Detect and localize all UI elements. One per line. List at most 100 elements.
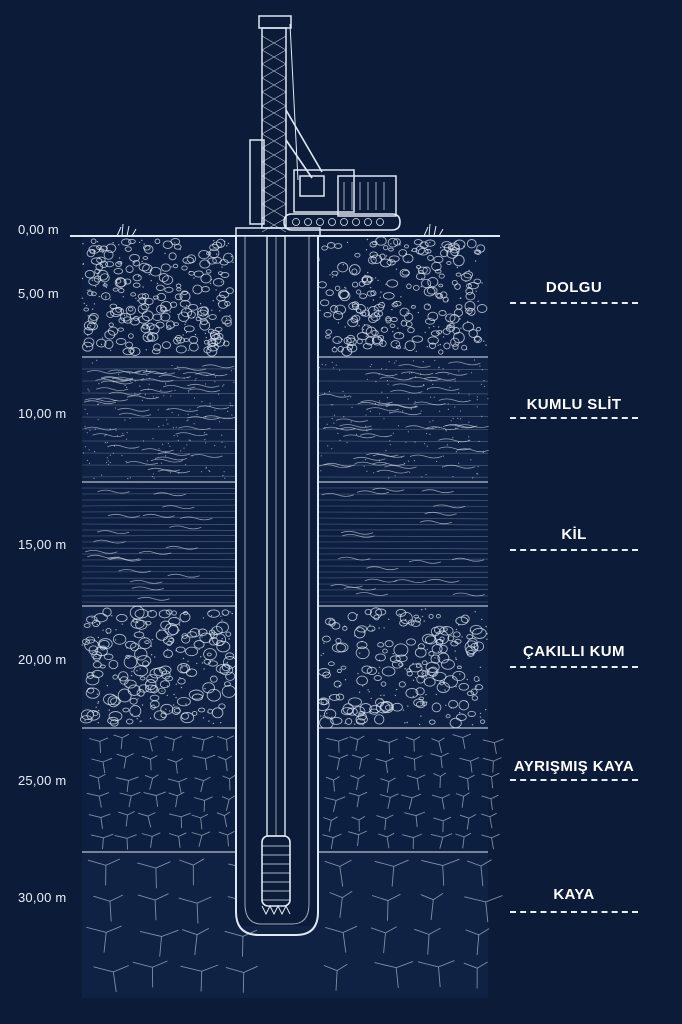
grain-dot	[344, 286, 346, 289]
grain-dot	[226, 323, 229, 325]
grain-dot	[425, 676, 427, 678]
pebble-mark	[207, 338, 217, 347]
pebble-mark	[206, 688, 222, 702]
wave-mark	[100, 376, 134, 380]
grain-dot	[208, 720, 210, 722]
grain-dot	[220, 281, 223, 283]
grain-dot	[425, 641, 427, 644]
sand-dot	[366, 470, 368, 472]
crack-mark	[325, 776, 340, 792]
pebble-mark	[366, 290, 375, 297]
grain-dot	[361, 640, 363, 643]
track-wheel	[364, 218, 372, 226]
sand-dot	[209, 402, 211, 404]
crack-mark	[221, 795, 235, 811]
sand-dot	[414, 401, 416, 403]
crack-mark	[323, 963, 348, 991]
crack-mark	[322, 833, 342, 849]
sand-dot	[473, 359, 476, 361]
wave-mark	[353, 456, 386, 461]
pebble-mark	[405, 687, 419, 699]
pebble-mark	[321, 245, 328, 251]
pebble-mark	[326, 242, 336, 249]
pebble-mark	[380, 326, 389, 333]
sand-dot	[177, 439, 179, 441]
strata-line	[81, 416, 237, 419]
crack-mark	[164, 735, 183, 751]
grain-dot	[394, 694, 397, 697]
grain-dot	[392, 653, 394, 655]
pebble-mark	[177, 678, 186, 685]
wave-mark	[365, 372, 398, 377]
pebble-mark	[159, 680, 171, 689]
grain-dot	[171, 266, 173, 268]
grain-dot	[485, 625, 487, 628]
crack-mark	[137, 812, 156, 828]
grain-dot	[189, 270, 191, 273]
pebble-mark	[351, 301, 360, 308]
crack-mark	[370, 926, 398, 954]
sand-dot	[426, 388, 429, 390]
crack-mark	[467, 859, 492, 887]
pebble-mark	[141, 323, 149, 330]
grain-dot	[459, 297, 461, 299]
grain-dot	[466, 678, 468, 681]
pebble-mark	[423, 677, 436, 687]
pebble-mark	[324, 617, 336, 626]
grain-dot	[442, 336, 445, 338]
sand-dot	[388, 477, 390, 479]
pebble-mark	[422, 633, 436, 644]
grain-dot	[222, 613, 224, 615]
wave-mark	[424, 511, 457, 516]
pebble-mark	[421, 660, 428, 666]
crack-mark	[119, 791, 141, 808]
pebble-mark	[142, 660, 150, 668]
grain-dot	[104, 284, 106, 287]
strata-line	[317, 392, 489, 395]
grain-dot	[139, 720, 141, 723]
sand-dot	[442, 466, 444, 468]
pebble-mark	[121, 238, 132, 246]
grain-dot	[383, 627, 385, 629]
grain-dot	[380, 291, 382, 293]
sand-dot	[364, 459, 367, 461]
pebble-mark	[221, 609, 230, 616]
grain-dot	[320, 715, 322, 717]
wave-mark	[109, 557, 142, 562]
pebble-mark	[390, 340, 401, 349]
pebble-mark	[206, 652, 212, 657]
sand-dot	[106, 442, 108, 444]
pebble-mark	[331, 270, 339, 276]
pebble-mark	[346, 337, 357, 347]
pebble-mark	[474, 335, 481, 342]
pebble-mark	[177, 663, 191, 674]
crack-mark	[325, 925, 358, 953]
pebble-mark	[356, 289, 362, 295]
crack-mark	[132, 960, 168, 988]
pebble-mark	[85, 675, 100, 686]
strata-line	[81, 547, 237, 549]
sand-dot	[93, 477, 95, 479]
crack-mark	[405, 736, 421, 752]
pebble-mark	[163, 649, 174, 659]
pebble-mark	[417, 669, 427, 678]
sand-dot	[426, 445, 428, 447]
pebble-mark	[104, 339, 114, 349]
sand-dot	[165, 383, 167, 385]
grain-dot	[450, 707, 452, 709]
pebble-mark	[201, 286, 210, 293]
pebble-mark	[380, 258, 392, 268]
grain-dot	[138, 241, 141, 244]
grain-dot	[136, 300, 139, 302]
sand-dot	[98, 383, 100, 385]
grain-dot	[141, 704, 144, 706]
sand-dot	[438, 427, 440, 429]
strata-line	[81, 475, 237, 478]
grain-dot	[150, 645, 153, 647]
grain-dot	[344, 722, 346, 724]
pebble-mark	[385, 317, 392, 324]
sand-dot	[445, 430, 447, 432]
pebble-mark	[178, 311, 190, 322]
pebble-mark	[168, 252, 177, 261]
pebble-mark	[188, 303, 199, 311]
